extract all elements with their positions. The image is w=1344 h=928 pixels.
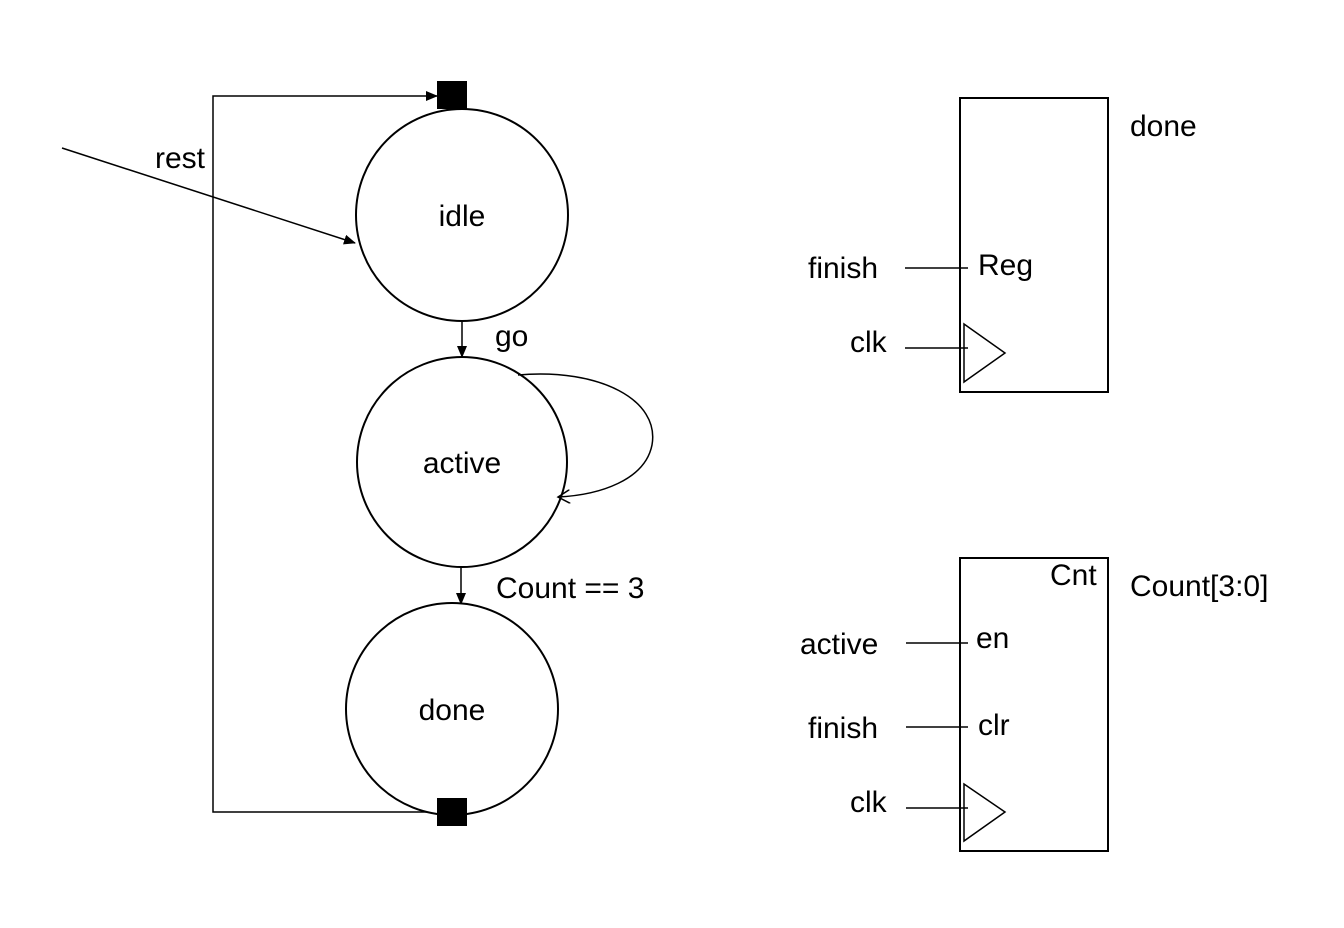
reset-arrow [61,147,356,245]
register-box [959,97,1109,393]
counter-en-port-label: en [976,622,1009,655]
register-block: done Reg finish clk [808,97,1197,393]
state-machine: rest idle go active Count == 3 done [61,81,654,826]
counter-clock-triangle-icon [963,782,1007,843]
register-output-label: done [1130,110,1197,143]
counter-output-label: Count[3:0] [1130,570,1268,603]
counter-clr-port-label: clr [978,709,1010,742]
counter-finish-input-label: finish [808,712,878,745]
transition-count-label: Count == 3 [496,572,644,605]
counter-box [959,557,1109,852]
register-clock-triangle-icon [963,322,1007,384]
counter-block-label: Cnt [1050,559,1097,592]
reset-label: rest [155,142,206,175]
state-idle-label: idle [439,200,486,233]
counter-clk-input-label: clk [850,786,888,819]
active-self-loop [517,373,654,497]
register-clk-input-label: clk [850,326,888,359]
state-done-label: done [419,694,486,727]
bottom-connector-square [437,798,467,826]
top-connector-square [437,81,467,109]
register-block-label: Reg [978,249,1033,282]
state-active-label: active [423,447,501,480]
counter-active-input-label: active [800,628,878,661]
transition-go-label: go [495,320,528,353]
counter-block: Cnt Count[3:0] active en finish clr clk [800,557,1268,852]
state-active [356,356,568,568]
done-to-idle-return-line [212,91,438,813]
register-finish-input-label: finish [808,252,878,285]
